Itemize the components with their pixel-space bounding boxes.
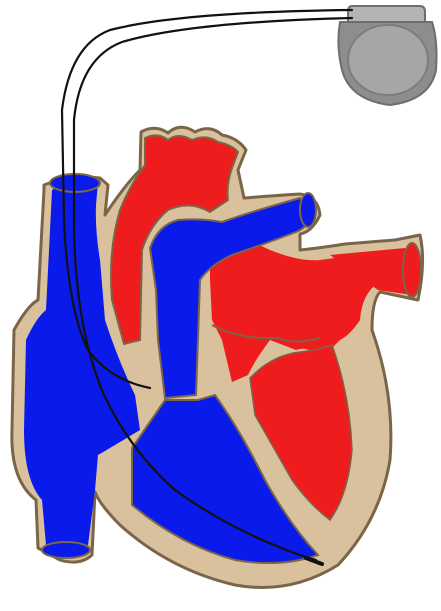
pacemaker-device [338,6,436,105]
pulmonary-artery-opening [300,193,316,227]
pulmonary-vein-opening [403,243,421,297]
pacemaker-header [348,6,425,22]
ivc-opening [42,542,90,558]
pacemaker-face [348,25,428,95]
